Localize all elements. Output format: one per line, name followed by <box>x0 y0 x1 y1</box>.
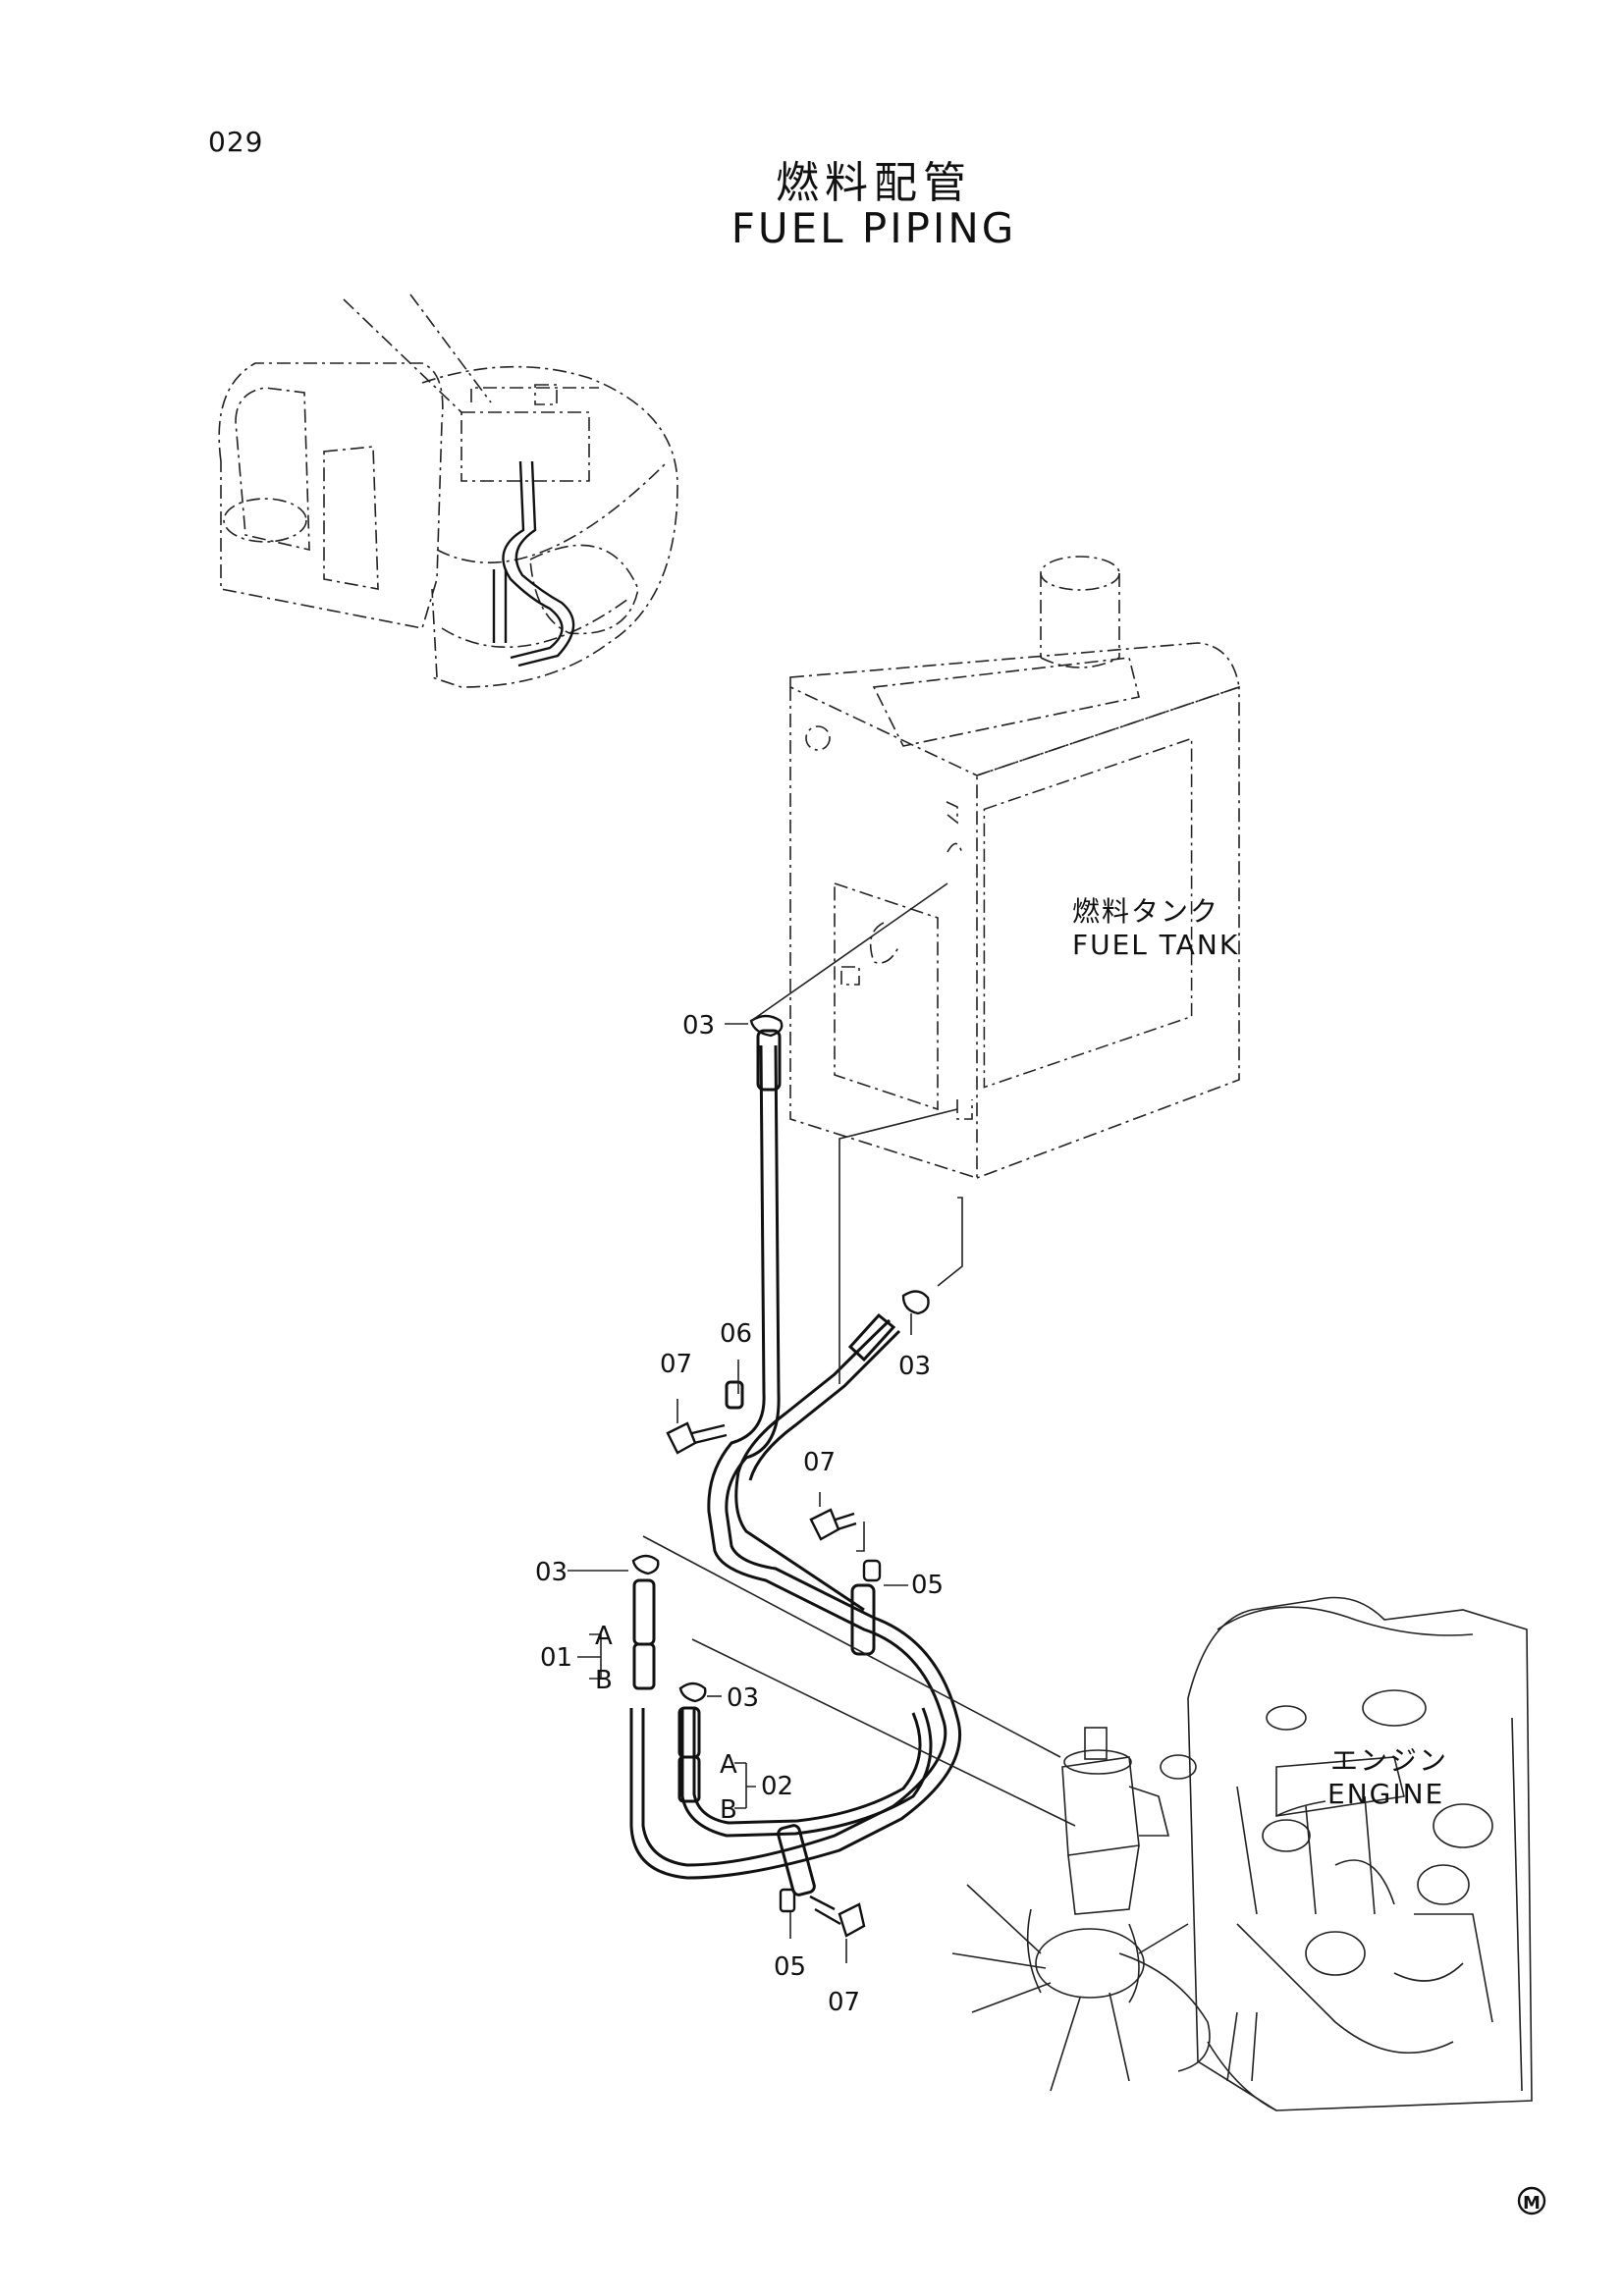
fuel-tank-label-jp: 燃料タンク <box>1072 895 1219 928</box>
callout-05-bottom: 05 <box>774 1952 806 1982</box>
callout-02-b: B <box>720 1795 737 1825</box>
m-mark-circle <box>1517 2186 1546 2216</box>
machine-overview-illustration <box>218 294 678 688</box>
engine-label-en: ENGINE <box>1327 1778 1444 1810</box>
page-title-english: FUEL PIPING <box>730 204 1017 252</box>
m-mark: M <box>1523 2193 1541 2214</box>
fuel-tank-illustration <box>789 556 1240 1180</box>
callout-03-tank-top: 03 <box>682 1011 715 1041</box>
callout-07-mid: 07 <box>803 1448 836 1477</box>
callout-03-left: 03 <box>535 1558 568 1587</box>
engine-illustration <box>951 1596 1533 2111</box>
callout-02: 02 <box>761 1772 793 1801</box>
callout-02-a: A <box>720 1750 737 1780</box>
fasteners <box>631 1014 930 1938</box>
leader-lines <box>568 882 1326 1963</box>
callout-01: 01 <box>540 1643 572 1673</box>
callout-01-b: B <box>595 1666 613 1695</box>
callout-06: 06 <box>720 1319 752 1349</box>
fuel-tank-label-en: FUEL TANK <box>1072 929 1239 961</box>
callout-03-center: 03 <box>727 1683 759 1713</box>
callout-07-bottom: 07 <box>828 1988 860 2017</box>
fuel-hose-assembly <box>629 1029 962 1896</box>
page-number: 029 <box>208 126 264 158</box>
engine-label-jp: エンジン <box>1330 1744 1448 1777</box>
page-title-japanese: 燃料配管 <box>776 158 972 208</box>
callout-03-tank-bottom: 03 <box>898 1352 931 1381</box>
callout-07-upper: 07 <box>660 1350 692 1379</box>
callout-05-right: 05 <box>911 1571 944 1600</box>
callout-01-a: A <box>595 1622 613 1651</box>
